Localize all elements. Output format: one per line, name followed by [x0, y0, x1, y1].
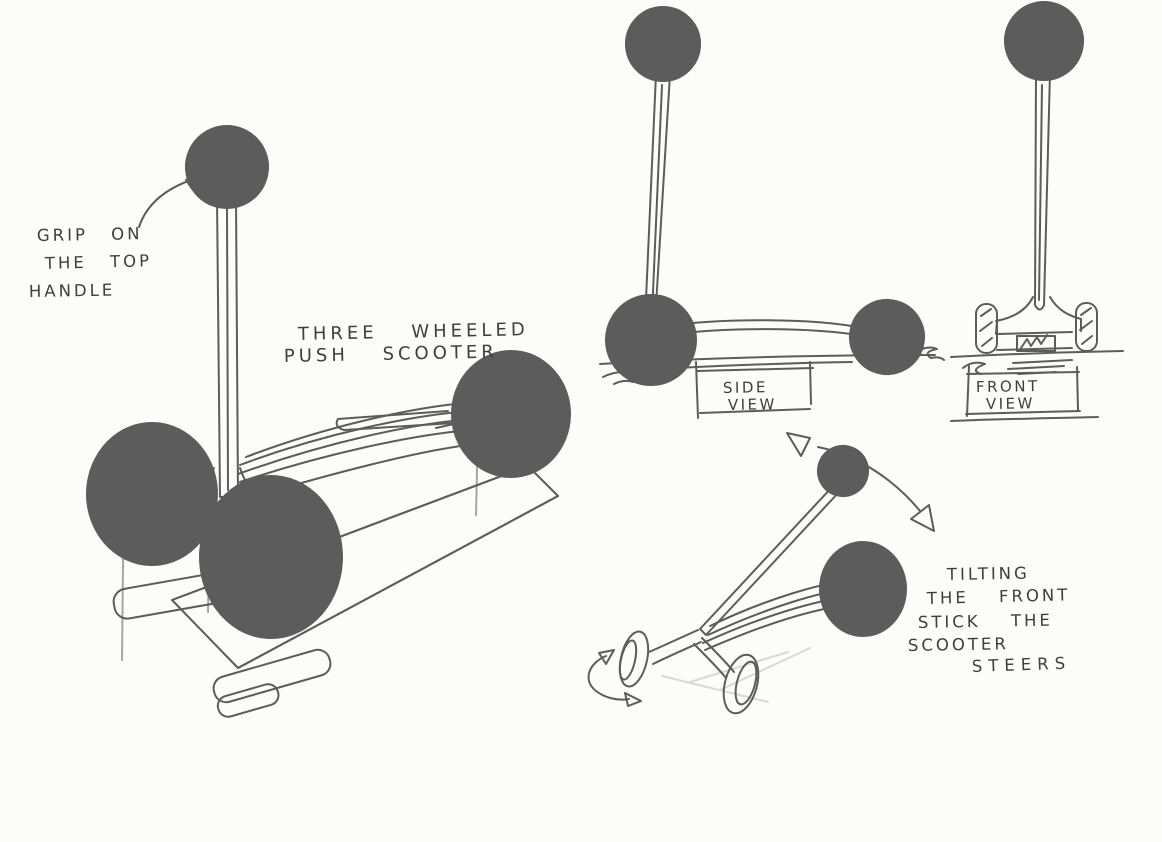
side-view-label-line-1: SIDE — [723, 378, 768, 397]
front-grip-ball — [1024, 21, 1064, 72]
front-right-wheel — [226, 505, 317, 608]
tilt-front-wheel — [618, 630, 650, 688]
steering-stick — [206, 146, 248, 498]
front-right-wheel-fv — [1075, 302, 1098, 352]
tilt-note-line-4: SCOOTER — [908, 634, 1009, 655]
main-perspective-view — [112, 146, 558, 718]
sketch-title: THREE WHEELED PUSH SCOOTER — [284, 319, 529, 367]
side-view-label-line-2: VIEW — [728, 395, 777, 414]
tilt-note-line-5: STEERS — [971, 654, 1071, 676]
rear-wheel — [470, 371, 548, 451]
front-ground-line — [950, 350, 1124, 375]
front-left-wheel — [112, 450, 192, 537]
grip-note-line-1: GRIP ON — [37, 224, 143, 245]
grip-ball — [206, 146, 248, 199]
tilt-rear-wheel — [832, 556, 893, 623]
grip-annotation: GRIP ON THE TOP HANDLE — [29, 173, 205, 301]
side-view-label-box: SIDE VIEW — [695, 361, 814, 419]
side-grip-ball — [644, 25, 682, 74]
front-view: FRONT VIEW — [950, 21, 1124, 422]
front-view-label-line-1: FRONT — [976, 377, 1040, 396]
grip-note-line-3: HANDLE — [29, 280, 116, 301]
title-line-2: PUSH SCOOTER — [284, 342, 498, 367]
grip-note-line-2: THE TOP — [44, 251, 153, 273]
tilt-annotation: TILTING THE FRONT STICK THE SCOOTER STEE… — [908, 564, 1072, 676]
front-base — [995, 296, 1082, 352]
tilt-note-line-3: STICK THE — [918, 611, 1053, 632]
tilt-steering-view — [587, 432, 935, 715]
side-ground-line — [599, 346, 945, 385]
title-line-1: THREE WHEELED — [297, 319, 529, 345]
tilt-note-line-1: TILTING — [946, 564, 1030, 584]
front-view-label-box: FRONT VIEW — [950, 365, 1099, 422]
tilt-near-wheel — [722, 653, 760, 715]
side-view: SIDE VIEW — [599, 25, 945, 419]
steer-rotation-arrow-icon — [587, 649, 642, 707]
curved-pointer-arrow-icon — [138, 179, 192, 228]
tilt-note-line-2: THE FRONT — [926, 585, 1071, 608]
front-left-wheel-fv — [975, 303, 998, 354]
tilt-arc-double-arrow-icon — [786, 432, 935, 532]
tilt-grip-ball — [825, 453, 860, 488]
front-view-label-line-2: VIEW — [986, 394, 1035, 413]
